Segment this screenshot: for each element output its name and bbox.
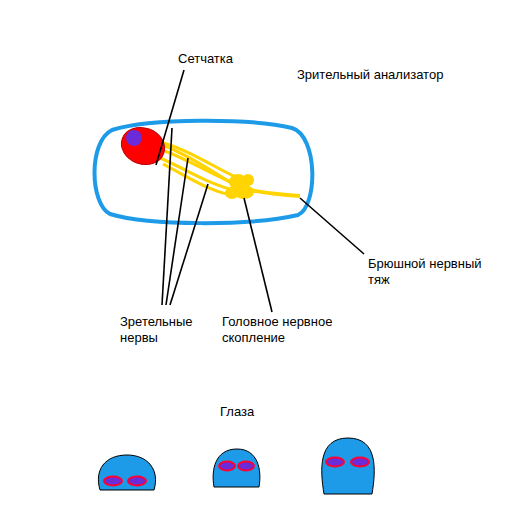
part-label: Головное нервное скопление — [222, 314, 347, 346]
part-label: Сетчатка — [178, 51, 268, 67]
part-label: Брюшной нервный тяж — [368, 256, 488, 288]
part-label: Зретельные нервы — [120, 314, 220, 346]
leader-lines — [156, 70, 364, 312]
optic-nerves — [160, 142, 240, 196]
head-ganglion — [225, 174, 254, 199]
diagram-title: Зрительный анализатор — [297, 67, 497, 83]
eye-heads — [98, 438, 374, 494]
ventral-cord — [250, 190, 300, 196]
pupil — [126, 130, 142, 146]
section-label: Глаза — [220, 404, 300, 420]
body-outline — [95, 121, 313, 223]
